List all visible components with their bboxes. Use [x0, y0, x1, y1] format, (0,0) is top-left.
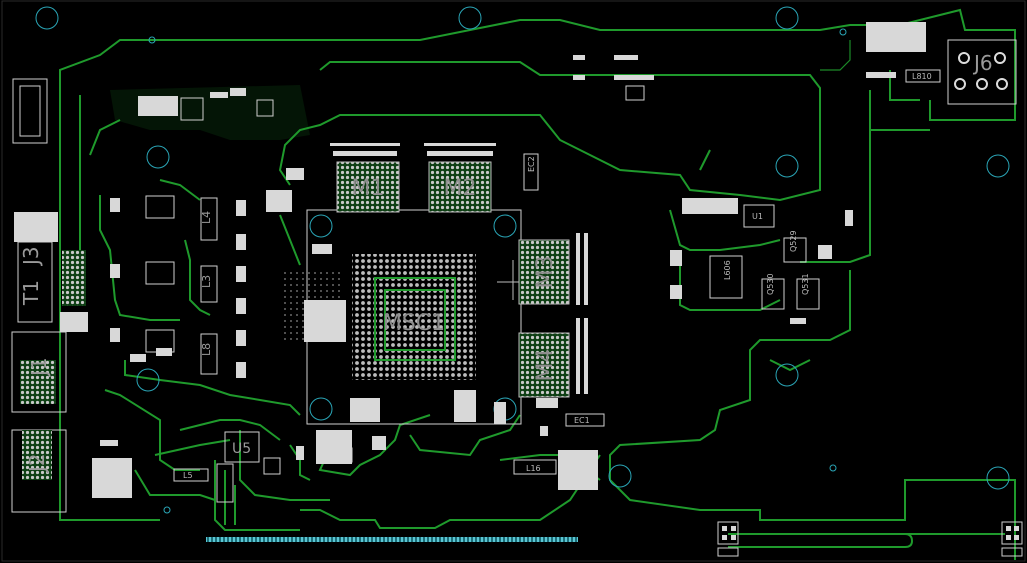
u5-label: U5 [232, 441, 251, 457]
connector-j3-t1[interactable]: J3 T1 [17, 241, 86, 323]
j6-label: J6 [972, 51, 993, 75]
transistor-q529[interactable]: Q529 [783, 230, 807, 263]
l3-label: L3 [200, 275, 213, 288]
ic-footprints-left [110, 97, 274, 378]
trace-bottom-serpentine [728, 533, 1005, 548]
pad-row-top [330, 143, 496, 156]
ic-u5[interactable]: U5 L5 [173, 431, 281, 503]
l810-label: L810 [912, 72, 932, 81]
m3-label: M3 [533, 256, 558, 289]
inductor-l3[interactable]: L3 [200, 265, 218, 303]
mounting-holes [35, 6, 1010, 514]
connector-j2[interactable]: J2 [11, 429, 67, 513]
inductor-l8[interactable]: L8 [200, 333, 218, 375]
ec1-label: EC1 [574, 416, 590, 425]
memory-m4[interactable]: M4 [518, 332, 570, 398]
capacitor-ec1[interactable]: EC1 [565, 413, 605, 427]
ec2-label: EC2 [527, 156, 536, 172]
inductor-l16[interactable]: L16 [513, 459, 557, 475]
inductor-l4[interactable]: L4 [200, 197, 218, 241]
l606-label: L606 [723, 260, 732, 280]
memory-m1[interactable]: M1 [336, 161, 400, 213]
q529-label: Q529 [789, 230, 798, 252]
connector-j1[interactable]: J1 [11, 331, 67, 413]
q530-label: Q530 [766, 273, 775, 295]
j1-label: J1 [27, 357, 51, 378]
mcu-msc1[interactable]: MSC1 [306, 209, 540, 425]
ic-u1[interactable]: U1 [743, 204, 775, 228]
bottom-right-pads[interactable] [717, 521, 1023, 557]
edge-connector-bottom[interactable] [206, 537, 578, 542]
l4-label: L4 [200, 211, 213, 224]
m4-label: M4 [533, 349, 558, 382]
l16-label: L16 [526, 464, 541, 473]
memory-m3[interactable]: M3 [518, 239, 570, 305]
q531-label: Q531 [801, 273, 810, 295]
ic-ec2[interactable]: EC2 [523, 153, 539, 191]
mcu-label: MSC1 [383, 311, 445, 336]
j3-label: J3 [19, 246, 43, 267]
pad-col-right [576, 233, 588, 394]
connector-strip-left[interactable] [12, 78, 48, 144]
transistor-q530[interactable]: Q530 [761, 273, 785, 310]
memory-m2[interactable]: M2 [428, 161, 492, 213]
u1-label: U1 [752, 212, 763, 221]
m1-label: M1 [352, 176, 385, 201]
inductor-l810[interactable]: L810 [866, 69, 941, 83]
j2-label: J2 [25, 453, 49, 474]
l5-label: L5 [183, 471, 193, 480]
t1-label: T1 [19, 280, 43, 306]
smd-components [14, 22, 926, 498]
connector-j6[interactable]: J6 [947, 39, 1017, 105]
transistor-q531[interactable]: Q531 [796, 273, 820, 310]
ic-l606[interactable]: L606 [709, 255, 743, 299]
l8-label: L8 [200, 343, 213, 356]
m2-label: M2 [444, 176, 477, 201]
